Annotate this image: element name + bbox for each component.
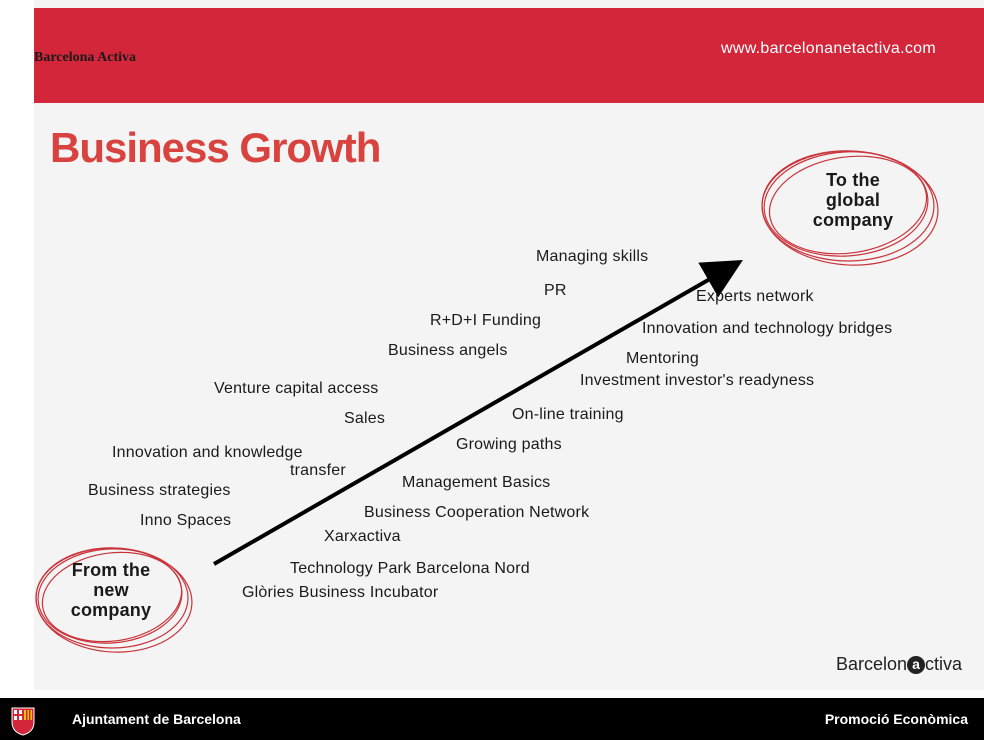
slide-title: Business Growth [50,124,381,171]
item-growing-paths: Growing paths [456,436,562,453]
city-shield-icon [11,707,35,736]
item-managing-skills: Managing skills [536,248,649,265]
item-experts-network: Experts network [696,288,814,305]
slide-background [34,0,984,690]
logo-a-mark: a [906,656,925,675]
item-business-cooperation: Business Cooperation Network [364,504,590,521]
item-xarxactiva: Xarxactiva [324,528,401,545]
website-url[interactable]: www.barcelonanetactiva.com [720,40,936,57]
item-management-basics: Management Basics [402,474,551,491]
start-circle [35,547,193,653]
item-online-training: On-line training [512,406,624,423]
item-transfer: transfer [290,462,346,479]
item-innovation-knowledge: Innovation and knowledge [112,444,303,461]
item-inno-spaces: Inno Spaces [140,512,232,529]
footer-city-council: Ajuntament de Barcelona [72,711,241,727]
end-circle [761,150,939,266]
item-mentoring: Mentoring [626,350,699,367]
item-rdi-funding: R+D+I Funding [430,312,542,329]
footer-department: Promoció Econòmica [824,711,968,727]
growth-arrow [213,260,743,566]
brand-name: Barcelona Activa [34,50,137,65]
item-investor-readyness: Investment investor's readyness [580,372,815,389]
item-technology-park: Technology Park Barcelona Nord [290,560,530,577]
item-venture-capital: Venture capital access [214,380,379,397]
item-glories-incubator: Glòries Business Incubator [242,584,439,601]
item-innovation-bridges: Innovation and technology bridges [642,320,893,337]
footer-bar: Ajuntament de Barcelona Promoció Econòmi… [0,698,984,740]
header-bar [34,8,984,103]
item-sales: Sales [344,410,386,427]
item-business-strategies: Business strategies [88,482,231,499]
item-pr: PR [544,282,567,299]
item-business-angels: Business angels [388,342,508,359]
